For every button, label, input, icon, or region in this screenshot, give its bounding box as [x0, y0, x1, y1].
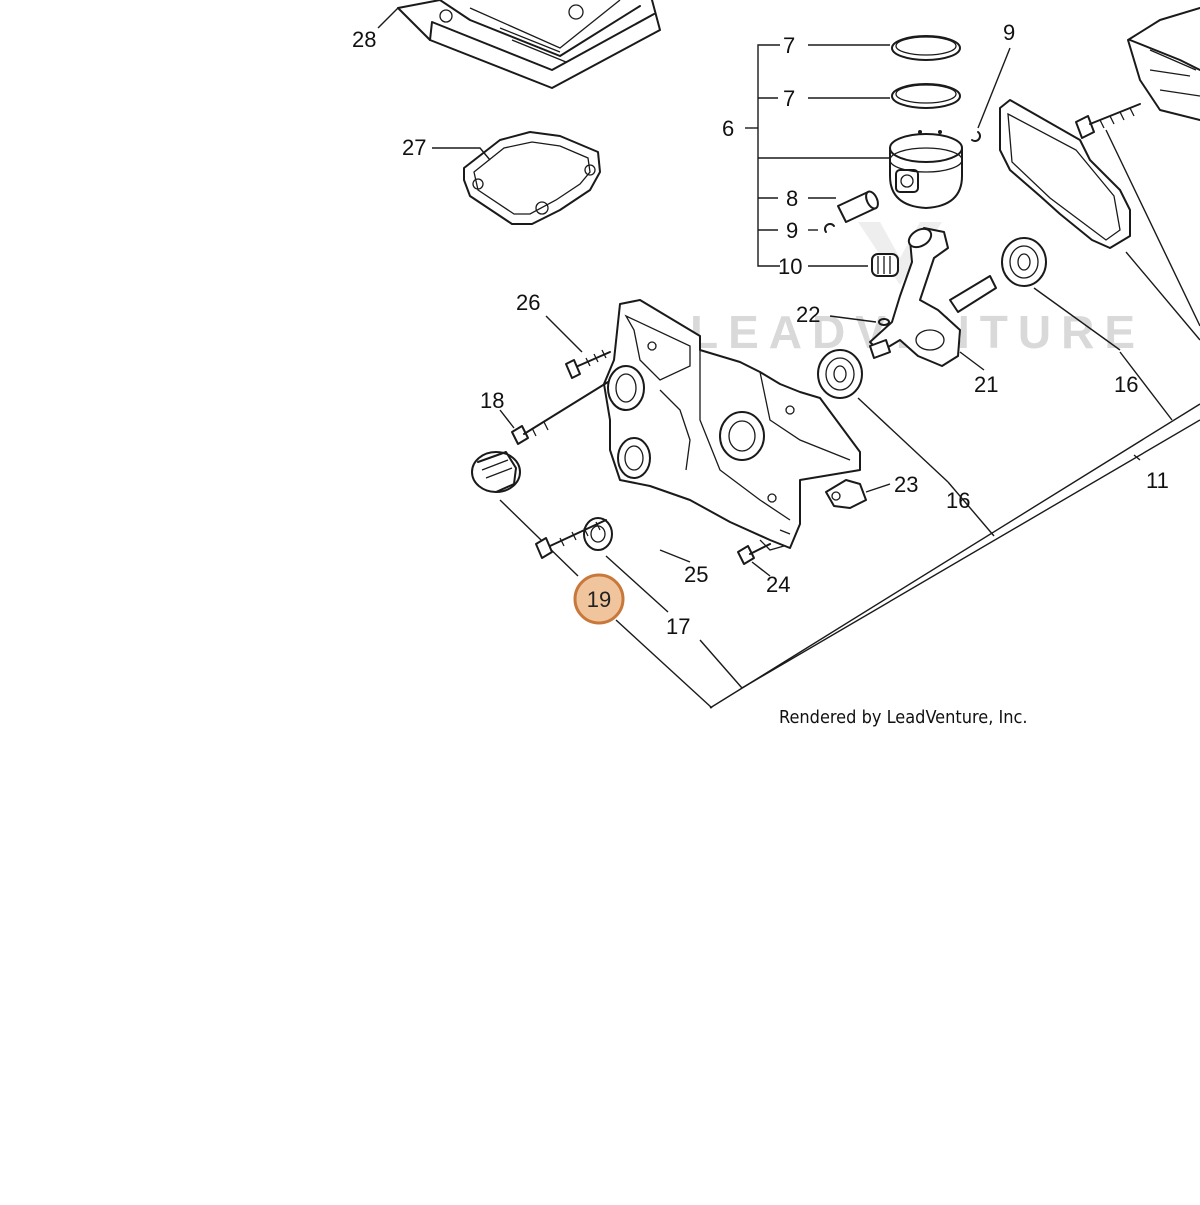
assembly-leader-lower — [709, 403, 1200, 709]
leader-25 — [659, 549, 691, 563]
cover-gasket-part[interactable] — [463, 131, 601, 225]
callout-16b[interactable]: 16 — [946, 488, 970, 513]
callout-9b[interactable]: 9 — [786, 218, 798, 243]
bracket-23-part[interactable] — [825, 479, 867, 509]
callout-19-highlight[interactable]: 19 — [573, 573, 625, 625]
piston-pin-clip-upper-part[interactable] — [971, 131, 981, 142]
callout-11[interactable]: 11 — [1146, 468, 1169, 493]
callout-16a[interactable]: 16 — [1114, 372, 1138, 397]
callout-17[interactable]: 17 — [666, 614, 690, 639]
oil-plug-19-part[interactable] — [471, 451, 521, 493]
crankcase-right-part[interactable] — [1127, 7, 1200, 121]
callout-24[interactable]: 24 — [766, 572, 790, 597]
leader-28 — [377, 7, 399, 29]
assembly-leader-upper — [741, 419, 1200, 689]
crankcase-bolt-part[interactable] — [1075, 103, 1141, 139]
leader-18 — [499, 409, 515, 429]
callout-27[interactable]: 27 — [402, 135, 426, 160]
crankcase-left-part[interactable] — [603, 299, 861, 551]
leader-22 — [829, 315, 877, 323]
leader-17 — [605, 555, 669, 613]
leader-27 — [432, 147, 491, 161]
bracket-6-branches — [758, 97, 890, 231]
credit-text: Rendered by LeadVenture, Inc. — [779, 707, 1028, 728]
screw-25-part[interactable] — [535, 519, 607, 559]
piston-pin-clip-lower-part[interactable] — [824, 223, 835, 233]
callout-7b[interactable]: 7 — [783, 86, 795, 111]
piston-ring-lower-part[interactable] — [891, 83, 961, 109]
callout-10[interactable]: 10 — [778, 254, 802, 279]
leader-26 — [545, 315, 583, 353]
piston-part[interactable] — [889, 130, 963, 209]
woodruff-key-part[interactable] — [878, 318, 890, 326]
callout-6[interactable]: 6 — [722, 116, 734, 141]
callout-25[interactable]: 25 — [684, 562, 708, 587]
callout-7a[interactable]: 7 — [783, 33, 795, 58]
leader-16b-ext — [947, 481, 995, 537]
leader-21 — [959, 351, 985, 371]
callout-22[interactable]: 22 — [796, 302, 820, 327]
screw-24-part[interactable] — [737, 543, 771, 565]
ball-bearing-left-part[interactable] — [817, 349, 863, 399]
callout-21[interactable]: 21 — [974, 372, 998, 397]
callout-18[interactable]: 18 — [480, 388, 504, 413]
leader-11-right-b — [1125, 251, 1200, 341]
callout-26[interactable]: 26 — [516, 290, 540, 315]
needle-bearing-part[interactable] — [871, 253, 899, 277]
crankshaft-part[interactable] — [869, 225, 997, 367]
leader-17-ext — [699, 639, 743, 689]
callout-23[interactable]: 23 — [894, 472, 918, 497]
stud-18-part[interactable] — [511, 381, 609, 445]
ball-bearing-right-part[interactable] — [1001, 237, 1047, 287]
callout-19[interactable]: 19 — [587, 587, 611, 612]
leader-16b — [857, 397, 949, 483]
leader-16a-ext — [1119, 351, 1173, 421]
leader-19 — [499, 499, 579, 577]
piston-pin-part[interactable] — [837, 190, 880, 223]
crankcase-screw-26-part[interactable] — [565, 349, 611, 379]
piston-ring-upper-part[interactable] — [891, 35, 961, 61]
leader-11-right-a — [1105, 129, 1200, 327]
callout-9a[interactable]: 9 — [1003, 20, 1015, 45]
callout-8[interactable]: 8 — [786, 186, 798, 211]
bracket-6 — [757, 44, 780, 267]
cylinder-cover-part[interactable] — [397, 0, 661, 89]
callout-28[interactable]: 28 — [352, 27, 376, 52]
leader-24 — [751, 561, 771, 577]
leader-16a — [1033, 287, 1121, 351]
leader-9a — [977, 47, 1011, 129]
crankcase-gasket-part[interactable] — [999, 99, 1131, 249]
leader-19-ext — [615, 619, 713, 709]
leader-11 — [1133, 454, 1141, 461]
leader-23 — [865, 483, 891, 493]
